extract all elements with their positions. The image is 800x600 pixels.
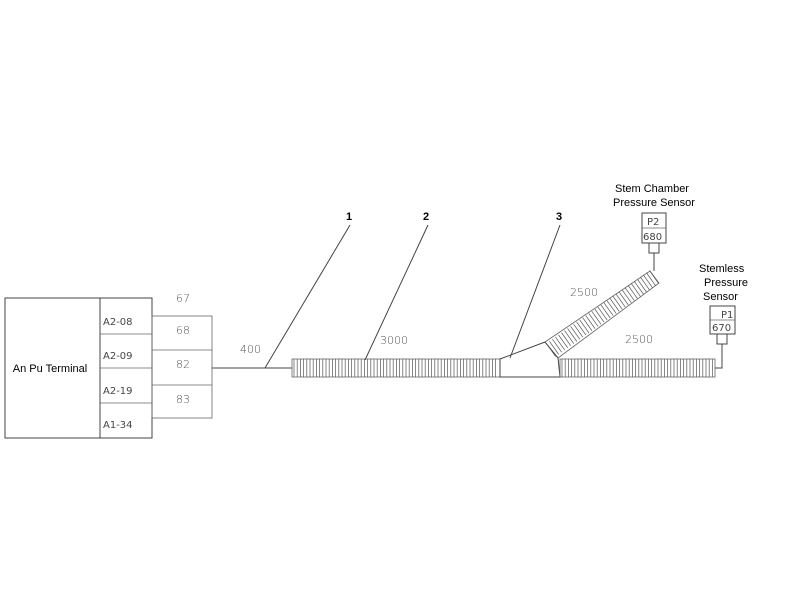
stem-sensor-title-line2: Pressure Sensor <box>613 197 695 209</box>
callout-label: 1 <box>346 211 352 223</box>
stemless-pressure-sensor: Stemless Pressure Sensor P1 670 <box>699 263 748 345</box>
wire-number: 68 <box>176 324 190 337</box>
stem-pressure-sensor: Stem Chamber Pressure Sensor P2 680 <box>613 183 695 271</box>
hose-rib <box>640 276 650 291</box>
stem-sensor-tag: P2 <box>647 217 659 228</box>
hose-rib <box>609 298 620 312</box>
hose-rib <box>561 332 572 346</box>
hose-rib <box>624 287 635 301</box>
hose-rib <box>579 319 590 334</box>
wire-box <box>151 315 213 419</box>
stemless-sensor-code: 670 <box>712 323 731 334</box>
hose-rib <box>585 315 596 329</box>
callout-label: 3 <box>556 211 562 223</box>
hose-rib <box>588 313 599 327</box>
hose-rib <box>643 274 653 289</box>
pin-label: A2-19 <box>103 386 133 397</box>
hose-rib <box>600 304 611 319</box>
hose-rib <box>594 308 605 323</box>
callout-leader <box>264 224 351 369</box>
stemless-sensor-title-line3: Sensor <box>703 291 738 303</box>
y-junction <box>499 341 561 378</box>
hose-rib <box>612 296 623 310</box>
wire-number: 67 <box>176 292 190 305</box>
hose-rib <box>591 311 602 325</box>
hose-rib <box>636 278 647 293</box>
hose-rib <box>646 272 656 286</box>
hose-rib <box>555 336 565 351</box>
hose-rib <box>570 326 581 340</box>
hose-rib <box>567 328 578 342</box>
hose-rib <box>649 270 659 284</box>
stemless-hose-length: 2500 <box>625 333 653 346</box>
stem-sensor-title-line1: Stem Chamber <box>615 183 689 195</box>
lead-length: 400 <box>240 343 261 356</box>
hose-rib <box>597 306 608 321</box>
hose-rib <box>546 343 556 357</box>
terminal-block: An Pu Terminal A2-08 A2-09 A2-19 A1-34 6… <box>4 292 213 439</box>
hose-rib <box>576 321 587 336</box>
stemless-hose <box>559 358 716 378</box>
main-hose-length: 3000 <box>380 334 408 347</box>
callouts: 1 2 3 <box>264 211 562 369</box>
stem-sensor-code: 680 <box>643 232 662 243</box>
stemless-lead <box>715 344 723 369</box>
hose-rib <box>564 330 575 344</box>
callout-label: 2 <box>423 211 429 223</box>
pin-label: A2-09 <box>103 351 133 362</box>
pin-label: A1-34 <box>103 420 133 431</box>
hose-rib <box>633 281 644 295</box>
hose-rib <box>573 323 584 338</box>
stemless-sensor-title-line1: Stemless <box>699 263 745 275</box>
hose-rib <box>603 302 614 316</box>
hose-rib <box>558 334 569 349</box>
hose-rib <box>615 293 626 308</box>
callout-leader <box>364 224 429 361</box>
main-hose <box>291 358 501 378</box>
hose-rib <box>630 283 641 297</box>
hose-rib <box>552 338 562 353</box>
hose-rib <box>549 341 559 355</box>
hose-rib <box>627 285 638 299</box>
stem-branch-hose <box>544 270 660 359</box>
wire-number: 82 <box>176 358 190 371</box>
pin-label: A2-08 <box>103 317 133 328</box>
stemless-sensor-title-line2: Pressure <box>704 277 748 289</box>
stem-hose-length: 2500 <box>570 286 598 299</box>
hose-rib <box>606 300 617 314</box>
hose-rib <box>621 289 632 304</box>
hose-rib <box>618 291 629 306</box>
stemless-sensor-tag: P1 <box>721 310 733 321</box>
terminal-title: An Pu Terminal <box>13 363 87 375</box>
callout-leader <box>509 224 561 359</box>
wire-number: 83 <box>176 393 190 406</box>
hose-rib <box>582 317 593 331</box>
